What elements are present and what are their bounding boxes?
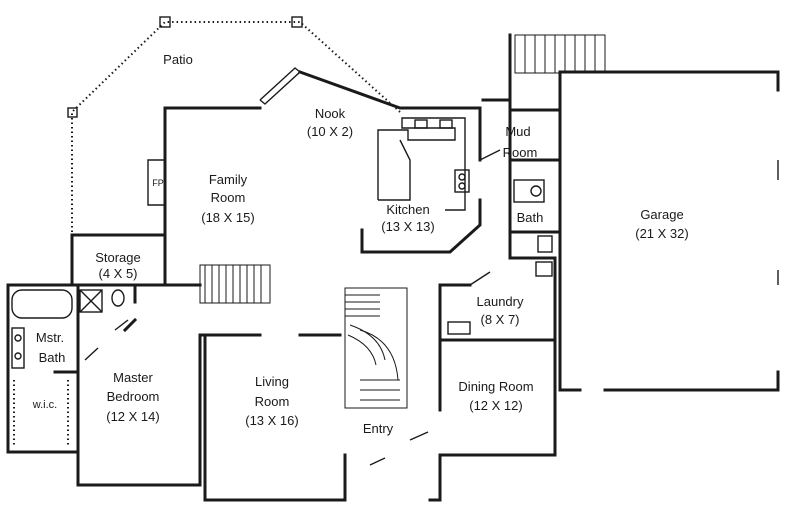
fireplace: FP: [147, 159, 165, 206]
wic-label: w.i.c.: [32, 399, 57, 411]
master-label-1: Master: [113, 370, 153, 385]
master-label-2: Bedroom: [107, 389, 160, 404]
master-bath-fixtures: [11, 289, 125, 445]
bath-label: Bath: [517, 210, 544, 225]
living-size: (13 X 16): [245, 413, 298, 428]
family-size: (18 X 15): [201, 210, 254, 225]
family-label-1: Family: [209, 172, 248, 187]
mstr-bath-label-2: Bath: [39, 350, 66, 365]
mstr-bath-label-1: Mstr.: [36, 330, 64, 345]
door-swings: [84, 149, 779, 466]
patio-label: Patio: [163, 52, 193, 67]
mud-label-1: Mud: [505, 124, 530, 139]
kitchen-label: Kitchen: [386, 202, 429, 217]
storage-label: Storage: [95, 250, 141, 265]
exterior-walls: [6, 70, 780, 502]
family-label-2: Room: [211, 190, 246, 205]
laundry-label: Laundry: [477, 294, 524, 309]
living-label-1: Living: [255, 374, 289, 389]
nook-label: Nook: [315, 106, 346, 121]
deck-stairs: [508, 33, 606, 112]
nook-bay: [259, 67, 302, 105]
garage-size: (21 X 32): [635, 226, 688, 241]
mud-label-2: Room: [503, 145, 538, 160]
storage-size: (4 X 5): [98, 266, 137, 281]
master-size: (12 X 14): [106, 409, 159, 424]
utility-fixtures: [447, 179, 553, 335]
laundry-size: (8 X 7): [480, 312, 519, 327]
garage-label: Garage: [640, 207, 683, 222]
nook-size: (10 X 2): [307, 124, 353, 139]
entry-label: Entry: [363, 421, 394, 436]
kitchen-size: (13 X 13): [381, 219, 434, 234]
dining-size: (12 X 12): [469, 398, 522, 413]
dining-label: Dining Room: [458, 379, 533, 394]
patio-railing: [67, 16, 401, 232]
entry-stairs: [344, 287, 408, 409]
living-label-2: Room: [255, 394, 290, 409]
fireplace-label: FP: [152, 178, 164, 188]
family-stairs: [199, 264, 271, 304]
kitchen-counters: [377, 117, 470, 211]
